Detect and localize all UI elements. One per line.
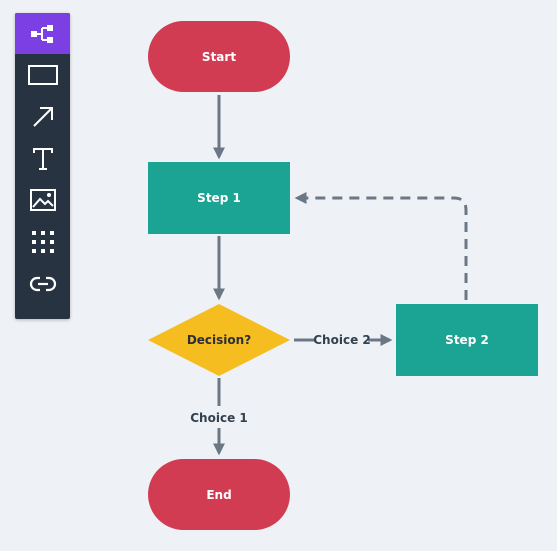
image-tool-button[interactable] xyxy=(15,179,70,220)
node-step1-shape xyxy=(148,162,290,234)
node-end-shape xyxy=(148,459,290,530)
node-start-shape xyxy=(148,21,290,92)
node-start[interactable]: Start xyxy=(148,21,290,92)
toolbar xyxy=(15,13,70,319)
flowchart-tool-button[interactable] xyxy=(15,13,70,54)
node-decision-shape xyxy=(148,304,290,376)
grid-tool-button[interactable] xyxy=(15,221,70,262)
node-step2-shape xyxy=(396,304,538,376)
edge-label-choice2: Choice 2 xyxy=(313,333,371,347)
node-end-label: End xyxy=(206,488,231,502)
text-tool-button[interactable] xyxy=(15,138,70,179)
node-end[interactable]: End xyxy=(148,459,290,530)
link-tool-button[interactable] xyxy=(15,263,70,304)
node-decision-label: Decision? xyxy=(187,333,251,347)
rectangle-tool-button[interactable] xyxy=(15,54,70,95)
link-icon xyxy=(29,276,56,291)
node-step1-label: Step 1 xyxy=(197,191,241,205)
edge-step2-to-step1-dashed[interactable] xyxy=(294,192,468,300)
node-start-label: Start xyxy=(202,50,236,64)
node-decision[interactable]: Decision? xyxy=(148,304,290,376)
grid-icon xyxy=(31,230,54,253)
flowchart-icon xyxy=(30,24,53,43)
text-icon xyxy=(32,147,53,170)
edge-label-choice1: Choice 1 xyxy=(190,411,248,425)
arrow-tool-button[interactable] xyxy=(15,96,70,137)
node-step2[interactable]: Step 2 xyxy=(396,304,538,376)
arrow-icon xyxy=(32,106,53,127)
node-step2-label: Step 2 xyxy=(445,333,489,347)
image-icon xyxy=(29,188,56,211)
node-step1[interactable]: Step 1 xyxy=(148,162,290,234)
rectangle-icon xyxy=(27,64,58,85)
